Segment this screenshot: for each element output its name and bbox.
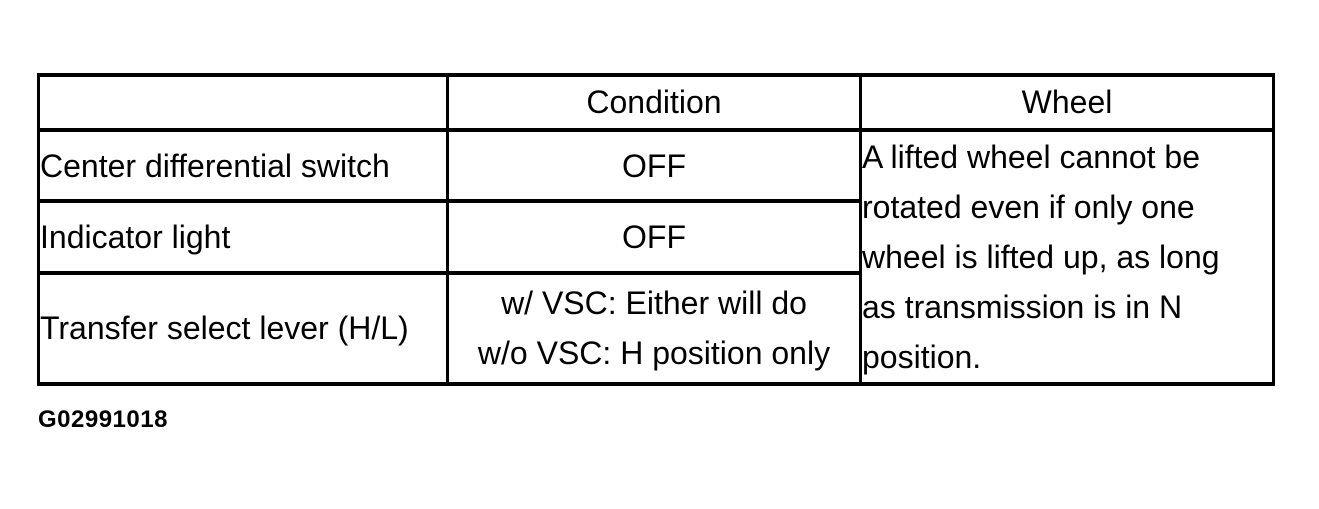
header-cell-empty	[37, 73, 449, 132]
table-row: Transfer select lever (H/L) w/ VSC: Eith…	[37, 270, 1274, 387]
condition-line: w/o VSC: H position only	[477, 335, 831, 372]
wheel-note-line: rotated even if only one	[862, 189, 1195, 225]
wheel-note-line: as transmission is in N	[862, 289, 1183, 325]
wheel-note-cell: A lifted wheel cannot be rotated even if…	[859, 128, 1275, 386]
row-item-label: Transfer select lever (H/L)	[37, 270, 449, 387]
figure-id-caption: G02991018	[38, 406, 168, 433]
table-row: Indicator light OFF	[37, 199, 1274, 275]
table-header-row: Condition Wheel	[37, 73, 1275, 132]
table-row: Center differential switch OFF A lifted …	[37, 127, 1275, 386]
row-item-label: Center differential switch	[37, 127, 449, 204]
wheel-note-line: A lifted wheel cannot be	[862, 139, 1201, 175]
header-cell-wheel: Wheel	[859, 73, 1275, 132]
conditions-table: Condition Wheel Center differential swit…	[37, 73, 1275, 387]
row-condition-value: OFF	[446, 127, 862, 204]
header-cell-condition: Condition	[446, 73, 862, 132]
wheel-note-line: position.	[862, 339, 982, 375]
row-condition-value: w/ VSC: Either will do w/o VSC: H positi…	[446, 270, 862, 387]
row-item-label: Indicator light	[37, 199, 449, 275]
wheel-note-line: wheel is lifted up, as long	[862, 239, 1220, 275]
condition-line: w/ VSC: Either will do	[501, 285, 807, 322]
row-condition-value: OFF	[446, 199, 862, 275]
